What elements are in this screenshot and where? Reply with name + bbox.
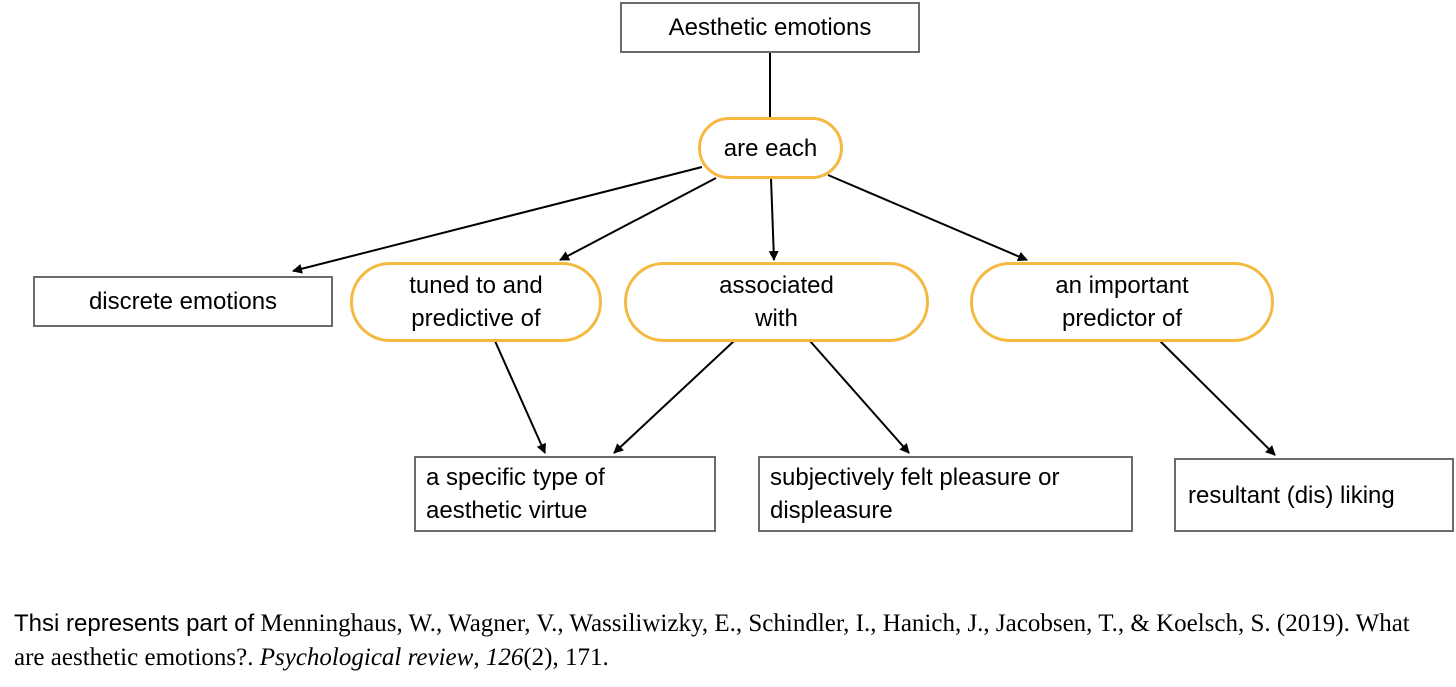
node-aesthetic-emotions: Aesthetic emotions bbox=[620, 2, 920, 53]
edge-tuned-to-virtue bbox=[494, 340, 546, 454]
node-felt-pleasure: subjectively felt pleasure or displeasur… bbox=[758, 456, 1133, 532]
node-are-each: are each bbox=[698, 117, 843, 179]
node-resultant-liking-label: resultant (dis) liking bbox=[1188, 481, 1395, 509]
edge-associated-to-virtue bbox=[613, 340, 735, 454]
node-resultant-liking: resultant (dis) liking bbox=[1174, 458, 1454, 532]
edge-are-each-to-associated bbox=[768, 177, 779, 261]
caption-authors: Menninghaus, W., Wagner, V., Wassiliwizk… bbox=[14, 610, 1410, 671]
caption-volume: 126 bbox=[485, 644, 524, 671]
node-tuned-to-label: tuned to and predictive of bbox=[409, 272, 543, 332]
caption-lead: Thsi represents part of bbox=[14, 610, 255, 637]
edge-are-each-to-tuned bbox=[559, 177, 717, 261]
node-discrete-emotions-label: discrete emotions bbox=[88, 288, 278, 315]
node-aesthetic-virtue: a specific type of aesthetic virtue bbox=[414, 456, 716, 532]
citation-caption: Thsi represents part of Menninghaus, W.,… bbox=[14, 607, 1434, 675]
node-aesthetic-emotions-label: Aesthetic emotions bbox=[668, 14, 872, 41]
edge-predictor-to-liking bbox=[1159, 340, 1276, 456]
node-associated-with-label: associated with bbox=[719, 272, 834, 332]
edge-associated-to-pleasure bbox=[809, 340, 910, 454]
node-important-predictor: an important predictor of bbox=[970, 262, 1274, 342]
node-tuned-to: tuned to and predictive of bbox=[350, 262, 602, 342]
node-felt-pleasure-label: subjectively felt pleasure or displeasur… bbox=[770, 464, 1060, 524]
caption-rest: (2), 171. bbox=[523, 644, 609, 671]
edge-are-each-to-predictor bbox=[827, 174, 1028, 262]
node-are-each-label: are each bbox=[723, 134, 818, 162]
node-associated-with: associated with bbox=[624, 262, 929, 342]
node-discrete-emotions: discrete emotions bbox=[33, 276, 333, 327]
caption-comma: , bbox=[473, 644, 486, 671]
caption-journal: Psychological review bbox=[259, 644, 474, 671]
node-aesthetic-virtue-label: a specific type of aesthetic virtue bbox=[426, 464, 605, 524]
edge-are-each-to-discrete bbox=[292, 166, 703, 274]
node-important-predictor-label: an important predictor of bbox=[1055, 272, 1189, 332]
